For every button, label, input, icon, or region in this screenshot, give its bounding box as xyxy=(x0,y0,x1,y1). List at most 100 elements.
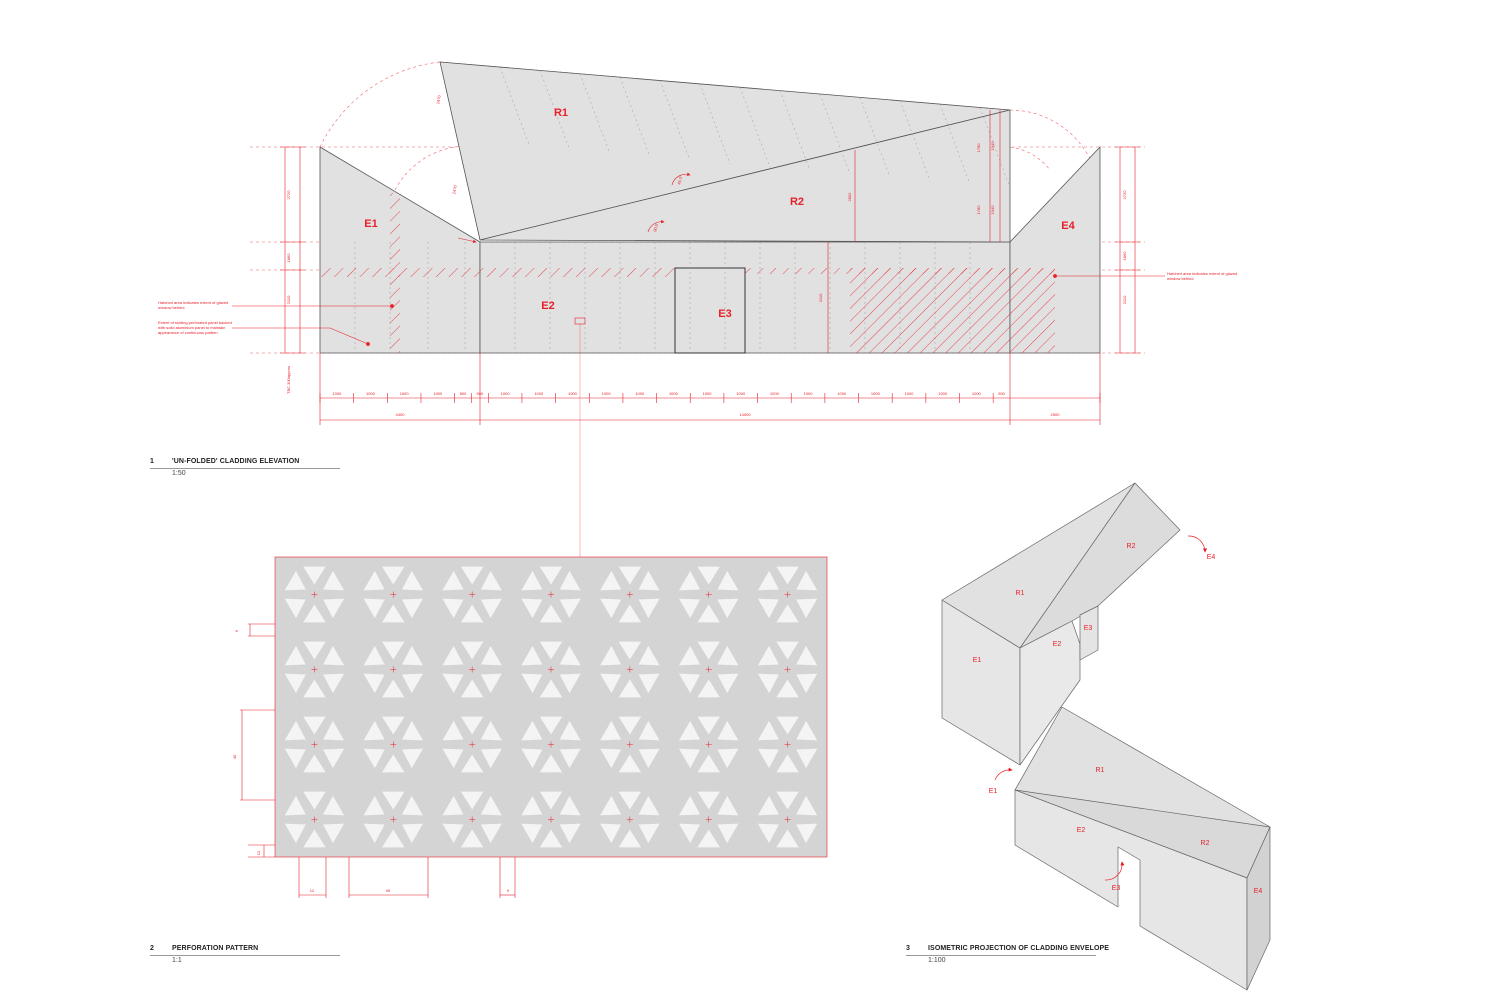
perforation-hole xyxy=(363,748,385,769)
perforation-hole xyxy=(284,748,306,769)
perforation-hole xyxy=(363,720,385,741)
iso-top-label-e1: E1 xyxy=(973,657,982,664)
perforation-hole xyxy=(559,645,581,666)
center-mark xyxy=(548,816,554,823)
module-dim-label: 500 xyxy=(460,391,467,396)
perforation-hole xyxy=(521,645,543,666)
perforation-hole xyxy=(323,598,345,619)
perforation-hole xyxy=(679,673,701,694)
perforation-hole xyxy=(697,754,720,773)
horizontal-dimensions xyxy=(319,353,1101,425)
isometric-projection xyxy=(941,482,1271,991)
dim-vertical-large: 40 xyxy=(232,754,237,759)
perforation-hole xyxy=(757,673,779,694)
iso-bottom-label-e4: E4 xyxy=(1254,888,1263,895)
perforation-hole xyxy=(600,720,622,741)
perforation-hole xyxy=(697,716,720,735)
perforation-hole xyxy=(618,566,642,585)
perforation-hole xyxy=(757,598,779,619)
module-dim-label: 500 xyxy=(477,391,484,396)
perforation-hole xyxy=(480,598,502,619)
perforation-hole xyxy=(618,754,642,773)
center-mark xyxy=(311,741,318,748)
iso-bottom-label-e2: E2 xyxy=(1077,827,1086,834)
perforation-holes xyxy=(284,566,818,848)
perforation-hole xyxy=(559,823,581,844)
iso-view-arrows xyxy=(994,535,1208,881)
center-mark xyxy=(390,591,397,598)
note-hatch-right: Hatched area indicates extent of glazed … xyxy=(1167,271,1238,281)
total-dim-right: 2500 xyxy=(1051,412,1061,417)
perforation-hole xyxy=(480,748,502,769)
center-mark xyxy=(784,591,791,598)
perforation-hole xyxy=(303,641,326,660)
dim-r2-mid: 2802 xyxy=(847,192,852,202)
label-e3: E3 xyxy=(718,308,731,320)
roof-grid-line xyxy=(819,93,851,175)
center-mark xyxy=(626,666,633,673)
perforation-hole xyxy=(679,570,701,591)
center-mark xyxy=(705,591,712,598)
center-mark xyxy=(469,816,476,823)
perforation-hole xyxy=(460,566,484,585)
drawing-number: 3 xyxy=(906,945,910,952)
perforation-hole xyxy=(697,679,720,698)
perforation-hole xyxy=(382,679,405,698)
perforation-hole xyxy=(323,795,345,816)
perforation-hole xyxy=(638,823,660,844)
perforation-hole xyxy=(539,829,563,848)
module-dim-label: 1000 xyxy=(332,391,342,396)
iso-top-e2 xyxy=(1019,620,1081,766)
perforation-hole xyxy=(796,748,818,769)
perforation-hole xyxy=(323,748,345,769)
perforation-hole xyxy=(323,823,345,844)
label-r1: R1 xyxy=(554,107,568,119)
perforation-hole xyxy=(442,795,464,816)
perforation-hole xyxy=(638,795,660,816)
perforation-hole xyxy=(618,641,642,660)
perforation-hole xyxy=(521,795,543,816)
perforation-hole xyxy=(303,716,326,735)
iso-top-label-e2: E2 xyxy=(1053,641,1062,648)
perforation-hole xyxy=(796,673,818,694)
perforation-hole xyxy=(521,598,543,619)
drawing-title: ISOMETRIC PROJECTION OF CLADDING ENVELOP… xyxy=(928,945,1110,952)
label-r2: R2 xyxy=(790,196,804,208)
unfolded-elevation: R1 R2 E1 E2 E3 E4 45.3° 90.0° xyxy=(158,61,1238,557)
perforation-hole xyxy=(717,645,739,666)
module-dim-label: 1000 xyxy=(433,391,443,396)
label-e2: E2 xyxy=(541,300,554,312)
drawing-title: 'UN-FOLDED' CLADDING ELEVATION xyxy=(172,458,300,465)
note-solid-panel: Extent of skirting perforated panel back… xyxy=(158,320,232,335)
perforation-hole xyxy=(442,720,464,741)
angle-marks xyxy=(457,172,691,244)
roof-grid-line xyxy=(939,104,971,185)
perforation-hole xyxy=(697,829,720,848)
perforation-hole xyxy=(600,795,622,816)
roof-grid-line xyxy=(859,97,891,178)
perforation-hole xyxy=(401,673,423,694)
center-mark xyxy=(469,666,476,673)
perforation-dimensions xyxy=(240,623,516,898)
perforation-hole xyxy=(559,570,581,591)
perforation-hole xyxy=(363,598,385,619)
perforation-hole xyxy=(382,791,405,810)
tbc-note: TBC 300approx xyxy=(286,366,291,394)
center-mark xyxy=(705,666,712,673)
drawing-number: 1 xyxy=(150,458,154,465)
module-dim-label: 1000 xyxy=(871,391,881,396)
center-mark xyxy=(626,816,633,823)
perforation-hole xyxy=(363,570,385,591)
module-dim-label: 1000 xyxy=(736,391,746,396)
perforation-hole xyxy=(401,570,423,591)
dim-r1-diag-1: 2470 xyxy=(435,94,442,104)
module-dim-label: 1000 xyxy=(804,391,814,396)
perforation-hole xyxy=(679,720,701,741)
perforation-hole xyxy=(559,673,581,694)
perforation-hole xyxy=(460,641,484,660)
perforation-hole xyxy=(521,720,543,741)
perforation-hole xyxy=(776,641,799,660)
perforation-hole xyxy=(600,598,622,619)
perforation-hole xyxy=(638,720,660,741)
